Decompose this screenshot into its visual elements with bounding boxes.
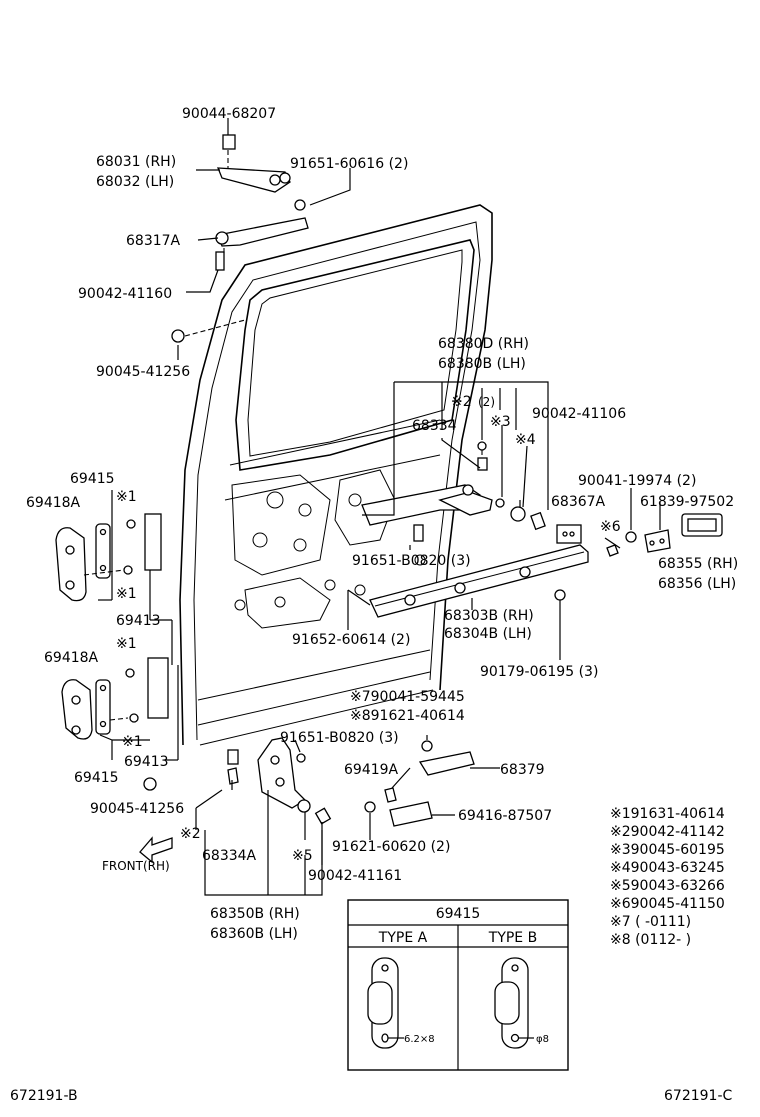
inset-col-b: TYPE B	[488, 930, 537, 946]
callout-mark6: ※6	[600, 519, 621, 535]
callout-68360b: 68360B (LH)	[210, 926, 298, 942]
striker-set-top	[55, 513, 162, 602]
callout-91652-60614: 91652-60614 (2)	[292, 632, 410, 648]
callout-90042-41106: 90042-41106	[532, 406, 626, 422]
type-a-striker-icon	[367, 957, 404, 1049]
center-rail	[369, 544, 589, 618]
callout-90041-19974: 90041-19974 (2)	[578, 473, 696, 489]
callout-mark2-qty: (2)	[478, 395, 495, 409]
callout-68379: 68379	[500, 762, 545, 778]
callout-mark4: ※4	[515, 432, 536, 448]
callout-68031: 68031 (RH)	[96, 154, 176, 170]
callout-mark2-b: ※2	[180, 826, 201, 842]
callout-mark3: ※3	[490, 414, 511, 430]
legend-line-2: ※290042-41142	[610, 824, 725, 840]
inset-dim-a: 6.2×8	[404, 1034, 435, 1045]
callout-68367a: 68367A	[551, 494, 606, 510]
callout-68317a: 68317A	[126, 233, 181, 249]
callout-68334a: 68334A	[202, 848, 257, 864]
inset-title: 69415	[436, 906, 481, 922]
door-illustration	[179, 204, 493, 746]
stopper-pieces	[556, 513, 723, 557]
legend-line-6: ※690045-41150	[610, 896, 725, 912]
callout-69419a: 69419A	[344, 762, 399, 778]
leader-lines	[98, 118, 661, 896]
footer-left-code: 672191-B	[10, 1088, 78, 1104]
striker-set-bottom	[61, 657, 169, 791]
callout-90045-41256-top: 90045-41256	[96, 364, 190, 380]
callout-61839-97502: 61839-97502	[640, 494, 734, 510]
callout-mark8-line: ※891621-40614	[350, 708, 465, 724]
front-arrow-icon	[139, 836, 173, 864]
callout-91651-b0820-b: 91651-B0820 (3)	[280, 730, 399, 746]
callout-68303b: 68303B (RH)	[444, 608, 534, 624]
type-b-striker-icon	[494, 957, 534, 1049]
callout-69418a-top: 69418A	[26, 495, 81, 511]
callout-68304b: 68304B (LH)	[444, 626, 532, 642]
callout-mark1-b: ※1	[116, 586, 137, 602]
callout-68380b: 68380B (LH)	[438, 356, 526, 372]
callout-69418a-bot: 69418A	[44, 650, 99, 666]
callout-69416-87507: 69416-87507	[458, 808, 552, 824]
callout-90042-41160: 90042-41160	[78, 286, 172, 302]
callout-90042-41161: 90042-41161	[308, 868, 402, 884]
inset-table: 69415 TYPE A TYPE B 6.2×8 φ8	[347, 899, 569, 1071]
callout-68380d: 68380D (RH)	[438, 336, 529, 352]
callout-90045-41256-bot: 90045-41256	[90, 801, 184, 817]
callout-front: FRONT(RH)	[102, 859, 170, 873]
callout-68355: 68355 (RH)	[658, 556, 738, 572]
callout-91651-60616: 91651-60616 (2)	[290, 156, 408, 172]
lower-roller	[227, 737, 475, 827]
callout-labels: 90044-68207 68031 (RH) 68032 (LH) 91651-…	[26, 106, 738, 942]
center-hinge	[361, 441, 546, 542]
legend-line-3: ※390045-60195	[610, 842, 725, 858]
callout-91651-b0820-a: 91651-B0820 (3)	[352, 553, 471, 569]
callout-90179-06195: 90179-06195 (3)	[480, 664, 598, 680]
legend-line-7: ※7 ( -0111)	[610, 914, 691, 930]
callout-90044-68207: 90044-68207	[182, 106, 276, 122]
inset-col-a: TYPE A	[378, 930, 428, 946]
callout-69415-bot: 69415	[74, 770, 119, 786]
callout-68350b: 68350B (RH)	[210, 906, 300, 922]
callout-mark1-c: ※1	[116, 636, 137, 652]
callout-69415-top: 69415	[70, 471, 115, 487]
callout-mark7-line: ※790041-59445	[350, 689, 465, 705]
upper-roller-arm	[171, 134, 309, 343]
callout-68032: 68032 (LH)	[96, 174, 174, 190]
footer-right-code: 672191-C	[664, 1088, 732, 1104]
legend-line-5: ※590043-63266	[610, 878, 725, 894]
callout-69413-bot: 69413	[124, 754, 169, 770]
callout-68334: 68334	[412, 418, 457, 434]
callout-91621-60620: 91621-60620 (2)	[332, 839, 450, 855]
callout-mark1-d: ※1	[122, 734, 143, 750]
callout-mark1-a: ※1	[116, 489, 137, 505]
callout-68356: 68356 (LH)	[658, 576, 736, 592]
inset-dim-b: φ8	[536, 1034, 549, 1045]
callout-mark5: ※5	[292, 848, 313, 864]
legend-line-4: ※490043-63245	[610, 860, 725, 876]
callout-69413-top: 69413	[116, 613, 161, 629]
legend-line-1: ※191631-40614	[610, 806, 725, 822]
notes-legend: ※191631-40614 ※290042-41142 ※390045-6019…	[610, 806, 725, 948]
callout-mark2: ※2	[451, 394, 472, 410]
legend-line-8: ※8 (0112- )	[610, 932, 691, 948]
